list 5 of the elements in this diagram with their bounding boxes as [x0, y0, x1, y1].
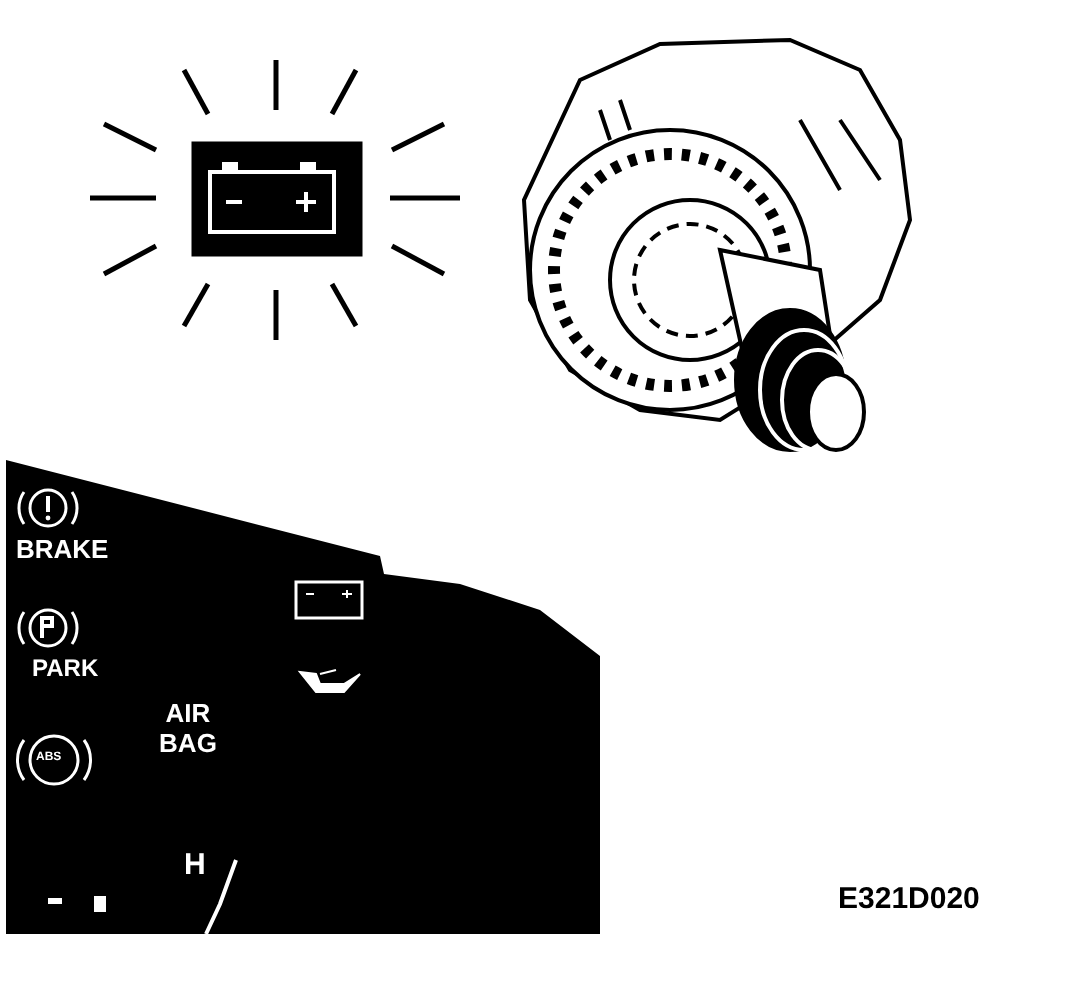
panel-label: PARK: [32, 656, 99, 684]
gauge-label: H: [184, 848, 206, 883]
figure-code: E321D020: [838, 882, 980, 917]
panel-label: BRAKE: [16, 536, 109, 566]
panel-label: AIR BAG: [157, 700, 219, 760]
